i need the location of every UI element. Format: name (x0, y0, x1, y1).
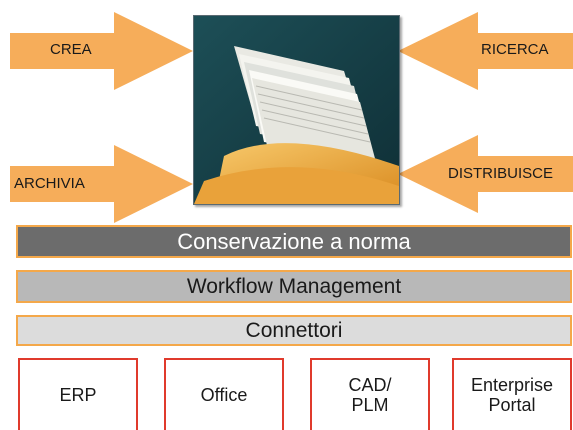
documents-photo (193, 15, 400, 205)
workflow-layer: Workflow Management (16, 270, 572, 303)
ricerca-arrow-shape (398, 12, 573, 90)
system-cad-plm: CAD/ PLM (310, 358, 430, 430)
crea-arrow-shape (10, 12, 193, 90)
system-enterprise-portal: Enterprise Portal (452, 358, 572, 430)
distribuisce-label: DISTRIBUISCE (448, 165, 554, 182)
conservazione-layer: Conservazione a norma (16, 225, 572, 258)
connettori-layer: Connettori (16, 315, 572, 346)
ricerca-label: RICERCA (481, 41, 549, 58)
system-office: Office (164, 358, 284, 430)
crea-label: CREA (50, 41, 92, 58)
archivia-label: ARCHIVIA (14, 175, 85, 192)
distribuisce-arrow: DISTRIBUISCE (398, 135, 573, 213)
ricerca-arrow: RICERCA (398, 12, 573, 90)
document-stack-image (194, 16, 399, 204)
crea-arrow: CREA (10, 12, 193, 90)
archivia-arrow-shape (10, 145, 193, 223)
system-erp: ERP (18, 358, 138, 430)
archivia-arrow: ARCHIVIA (10, 145, 193, 223)
distribuisce-arrow-shape (398, 135, 573, 213)
